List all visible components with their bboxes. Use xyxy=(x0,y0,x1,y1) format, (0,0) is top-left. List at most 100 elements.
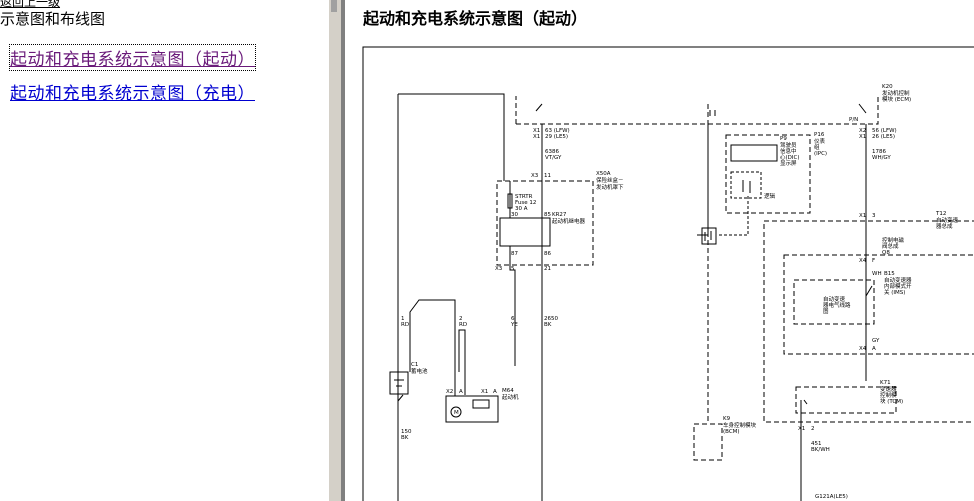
svg-text:逻辑: 逻辑 xyxy=(764,192,776,200)
svg-text:块 (TCM): 块 (TCM) xyxy=(880,397,903,405)
diagram-frame xyxy=(362,46,974,501)
svg-text:T12: T12 xyxy=(935,211,946,217)
svg-text:P16: P16 xyxy=(814,132,825,138)
svg-text:A: A xyxy=(459,389,463,395)
b15-box xyxy=(783,254,974,355)
nav-heading: 示意图和布线图 xyxy=(0,10,106,28)
svg-text:器总成: 器总成 xyxy=(936,222,953,230)
svg-text:2: 2 xyxy=(811,426,815,432)
frame-splitter[interactable] xyxy=(328,0,345,501)
svg-text:STRTR: STRTR xyxy=(515,194,533,200)
svg-text:2: 2 xyxy=(459,316,463,322)
svg-text:X1: X1 xyxy=(481,389,488,395)
svg-text:保险丝盒－: 保险丝盒－ xyxy=(596,176,624,184)
svg-text:起动机继电器: 起动机继电器 xyxy=(552,217,586,225)
svg-text:关 (IMS): 关 (IMS) xyxy=(884,288,905,296)
svg-text:车身控制模块: 车身控制模块 xyxy=(723,421,757,429)
svg-text:控制电磁: 控制电磁 xyxy=(882,236,905,244)
svg-text:6: 6 xyxy=(511,316,515,322)
svg-text:11: 11 xyxy=(544,173,551,179)
svg-text:信息中: 信息中 xyxy=(780,147,797,155)
svg-text:(BCM): (BCM) xyxy=(723,429,740,435)
svg-text:组: 组 xyxy=(814,143,820,151)
svg-text:Q8: Q8 xyxy=(882,250,890,256)
svg-text:150: 150 xyxy=(401,429,412,435)
svg-text:WH: WH xyxy=(872,271,882,277)
navigation-pane: 返回上一级 示意图和布线图 起动和充电系统示意图（起动） 起动和充电系统示意图（… xyxy=(0,0,328,501)
wiring-diagram: K20 发动机控制 模块 (ECM) P/N X1 X1 63 (LFW) 29… xyxy=(362,46,974,501)
svg-text:1786: 1786 xyxy=(872,149,886,155)
dic-display xyxy=(730,144,778,162)
starter-motor xyxy=(445,395,499,423)
svg-text:VT/GY: VT/GY xyxy=(545,155,562,161)
svg-text:X3: X3 xyxy=(531,173,539,179)
tcm-box xyxy=(795,386,897,414)
svg-text:Fuse 12: Fuse 12 xyxy=(515,200,536,206)
svg-text:仪表: 仪表 xyxy=(814,137,826,145)
ecm-box xyxy=(515,96,879,125)
logic-box xyxy=(730,171,762,199)
svg-text:BK: BK xyxy=(544,322,552,328)
svg-text:阀总成: 阀总成 xyxy=(882,242,899,250)
svg-text:蓄电池: 蓄电池 xyxy=(411,367,428,375)
toc-link-charge-diagram[interactable]: 起动和充电系统示意图（充电） xyxy=(10,84,255,104)
wire-1-rd xyxy=(409,299,456,396)
svg-text:自动变速器: 自动变速器 xyxy=(884,276,912,284)
svg-text:30 A: 30 A xyxy=(515,206,528,212)
svg-text:P9: P9 xyxy=(780,136,787,142)
switch-arrows-icon xyxy=(709,110,716,116)
svg-text:驾驶员: 驾驶员 xyxy=(780,141,797,149)
svg-text:发动机罩下: 发动机罩下 xyxy=(596,183,624,191)
bcm-selector-icon xyxy=(701,227,717,245)
svg-text:BK: BK xyxy=(401,435,409,441)
svg-text:26 (LE5): 26 (LE5) xyxy=(872,134,895,140)
svg-text:M: M xyxy=(454,410,459,416)
svg-text:F: F xyxy=(872,258,875,264)
bcm-box xyxy=(693,423,723,461)
svg-text:B15: B15 xyxy=(884,271,895,277)
svg-text:451: 451 xyxy=(811,441,822,447)
svg-text:56 (LFW): 56 (LFW) xyxy=(872,128,897,134)
svg-text:图: 图 xyxy=(823,307,829,315)
svg-text:X1: X1 xyxy=(533,134,540,140)
svg-text:RD: RD xyxy=(459,322,467,328)
k20-name1: 发动机控制 xyxy=(882,89,910,97)
svg-text:C1: C1 xyxy=(411,362,418,368)
circuit-box xyxy=(793,279,875,325)
back-link[interactable]: 返回上一级 xyxy=(0,0,61,9)
svg-text:30: 30 xyxy=(511,212,518,218)
svg-text:A: A xyxy=(493,389,497,395)
content-pane: 起动和充电系统示意图（起动） xyxy=(345,0,974,501)
svg-text:自动变速: 自动变速 xyxy=(936,216,959,224)
svg-text:X2: X2 xyxy=(859,128,866,134)
svg-text:YE: YE xyxy=(510,322,518,328)
svg-text:起动机: 起动机 xyxy=(502,393,519,401)
svg-text:器电气线路: 器电气线路 xyxy=(823,301,851,309)
k20-name2: 模块 (ECM) xyxy=(882,95,911,103)
svg-text:2650: 2650 xyxy=(544,316,558,322)
svg-text:X1: X1 xyxy=(859,134,866,140)
svg-text:X1: X1 xyxy=(859,213,866,219)
svg-text:A: A xyxy=(872,346,876,352)
svg-text:BK/WH: BK/WH xyxy=(811,447,830,453)
ground-label: G121A(LE5) xyxy=(815,494,848,500)
svg-text:M64: M64 xyxy=(502,388,514,394)
svg-text:X4: X4 xyxy=(859,258,867,264)
svg-text:K71: K71 xyxy=(880,380,891,386)
ipc-box xyxy=(725,134,811,214)
svg-text:显示屏: 显示屏 xyxy=(780,160,797,167)
svg-text:87: 87 xyxy=(511,251,518,257)
wire-2-rd xyxy=(458,329,466,395)
svg-text:86: 86 xyxy=(544,251,551,257)
t12-box xyxy=(763,220,974,423)
toc-link-start-diagram[interactable]: 起动和充电系统示意图（起动） xyxy=(9,44,256,71)
svg-text:X2: X2 xyxy=(446,389,453,395)
pn-label: P/N xyxy=(849,117,858,123)
logic-arrows-icon xyxy=(742,180,751,193)
svg-text:KR27: KR27 xyxy=(552,212,567,218)
splitter-grip[interactable] xyxy=(331,0,337,12)
svg-text:X4: X4 xyxy=(859,346,867,352)
battery-feed xyxy=(398,93,505,181)
x50a-box xyxy=(496,180,594,266)
svg-text:(IPC): (IPC) xyxy=(814,151,827,157)
